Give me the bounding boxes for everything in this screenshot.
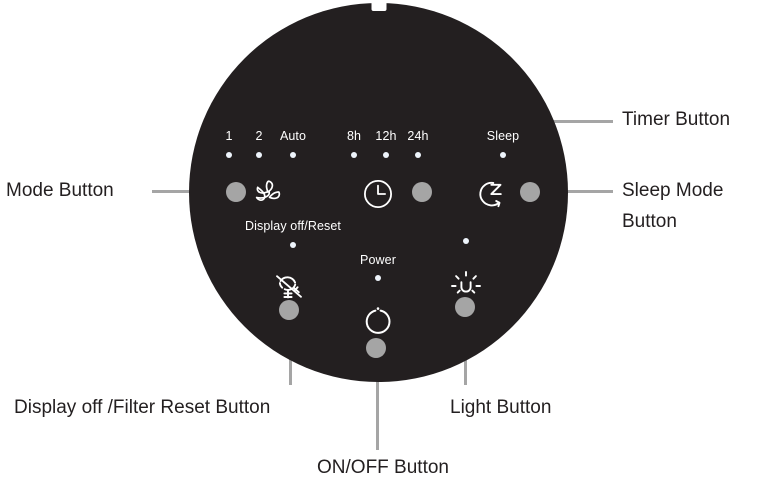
indicator-label-speed-auto: Auto	[279, 129, 307, 143]
timer-button[interactable]	[412, 182, 432, 202]
led-timer-8h	[351, 152, 357, 158]
indicator-label-speed-2: 2	[255, 129, 263, 143]
moon-z-icon	[475, 178, 509, 210]
callout-sleep-mode-button-line1: Sleep Mode	[622, 180, 724, 201]
leader-line-sleep-mode	[530, 190, 613, 193]
indicator-label-display-off-reset: Display off/Reset	[245, 219, 341, 233]
callout-mode-button: Mode Button	[6, 180, 114, 201]
on-off-button[interactable]	[366, 338, 386, 358]
light-button[interactable]	[455, 297, 475, 317]
sleep-mode-button[interactable]	[520, 182, 540, 202]
control-panel: 1 2 Auto 8h 12h 24h Sleep Display off/Re…	[189, 2, 568, 382]
sun-icon	[449, 269, 483, 303]
indicator-label-power: Power	[360, 253, 396, 267]
leader-line-on-off	[376, 340, 379, 450]
display-off-filter-reset-button[interactable]	[279, 300, 299, 320]
led-sleep	[500, 152, 506, 158]
callout-light-button: Light Button	[450, 397, 552, 418]
callout-timer-button: Timer Button	[622, 109, 731, 130]
callout-sleep-mode-button-line2: Button	[622, 211, 677, 232]
led-timer-12h	[383, 152, 389, 158]
panel-top-notch	[371, 2, 386, 11]
clock-icon	[362, 178, 394, 210]
mode-button[interactable]	[226, 182, 246, 202]
power-icon	[363, 305, 393, 337]
indicator-label-timer-24h: 24h	[407, 129, 429, 143]
indicator-label-speed-1: 1	[225, 129, 233, 143]
callout-on-off-button: ON/OFF Button	[317, 457, 449, 478]
callout-display-off-filter-reset-button: Display off /Filter Reset Button	[14, 397, 271, 418]
led-light	[463, 238, 469, 244]
led-power	[375, 275, 381, 281]
led-speed-auto	[290, 152, 296, 158]
indicator-label-timer-8h: 8h	[346, 129, 362, 143]
indicator-label-timer-12h: 12h	[375, 129, 397, 143]
led-speed-1	[226, 152, 232, 158]
fan-icon	[251, 178, 283, 208]
indicator-label-sleep: Sleep	[486, 129, 520, 143]
display-off-icon	[272, 269, 306, 303]
led-speed-2	[256, 152, 262, 158]
led-display-off-reset	[290, 242, 296, 248]
led-timer-24h	[415, 152, 421, 158]
